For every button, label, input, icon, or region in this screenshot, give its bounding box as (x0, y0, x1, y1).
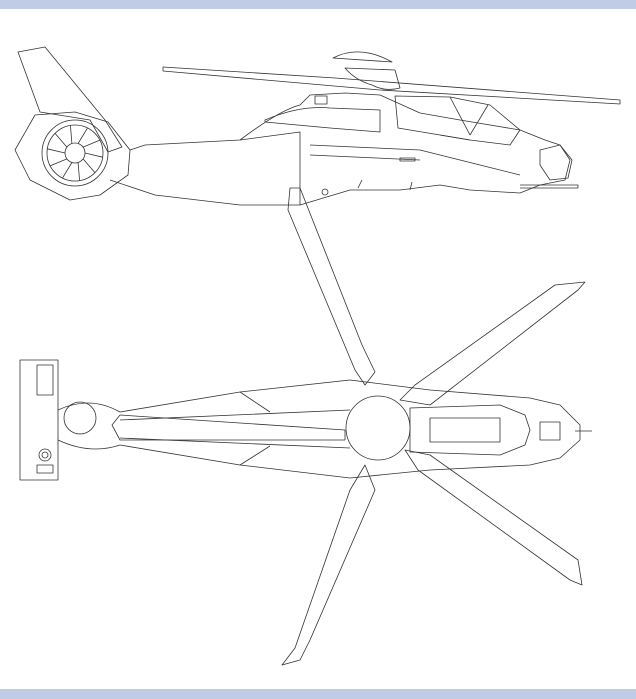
rotor-hub-dome (332, 51, 393, 63)
fantail-ring (41, 119, 109, 187)
tail-fin-panel (36, 364, 54, 396)
nose-sensor-top (539, 421, 561, 441)
tail-fin-top (19, 359, 59, 481)
fan-blade (54, 133, 68, 148)
fan-blade (49, 158, 68, 167)
tail-fin-port (41, 451, 49, 459)
fantail-hub (64, 142, 86, 164)
landing-gear (357, 179, 413, 191)
tail-shroud (14, 111, 131, 201)
fuselage (239, 92, 571, 206)
fan-blade (70, 125, 73, 144)
canopy-frame (439, 96, 489, 141)
top-view (19, 187, 592, 666)
fuselage-center (119, 391, 351, 466)
tail-rotor-top (63, 401, 97, 435)
cockpit-top (409, 404, 531, 456)
rotor-blade-2 (399, 281, 586, 406)
fan-blade (62, 162, 73, 179)
rotor-blade-5 (111, 414, 346, 441)
tail-boom (109, 131, 301, 206)
rotor-mast (344, 67, 401, 90)
fantail-ring-inner (46, 124, 104, 182)
tail-fin-panel (36, 464, 54, 474)
gun-barrel (520, 184, 579, 189)
main-rotor-blade (162, 66, 621, 105)
tail-boom-top (57, 379, 581, 479)
fan-blade (47, 148, 66, 154)
rotor-blade-4 (281, 464, 376, 666)
tail-fin (17, 46, 123, 153)
canopy (394, 95, 521, 146)
fan-blade (84, 152, 103, 158)
fan-blade (77, 162, 80, 181)
side-view (14, 46, 621, 206)
engine-intake (264, 107, 381, 133)
nose-sensor (539, 144, 573, 181)
bottom-frame-bar (0, 689, 636, 699)
fan-blade (77, 127, 88, 144)
side-panel (314, 95, 328, 105)
rotor-blade-1 (287, 187, 376, 386)
access-port (321, 188, 329, 196)
side-panel (399, 157, 416, 162)
fan-blade (82, 139, 101, 148)
weapons-bay-lines (309, 144, 521, 176)
fan-blade (82, 158, 96, 173)
top-frame-bar (0, 0, 636, 9)
tail-fin-port (38, 448, 52, 462)
rotor-hub-top (345, 395, 411, 461)
cockpit-center (429, 417, 501, 443)
fantail-blades (47, 125, 103, 181)
rotor-blade-3 (404, 449, 583, 586)
